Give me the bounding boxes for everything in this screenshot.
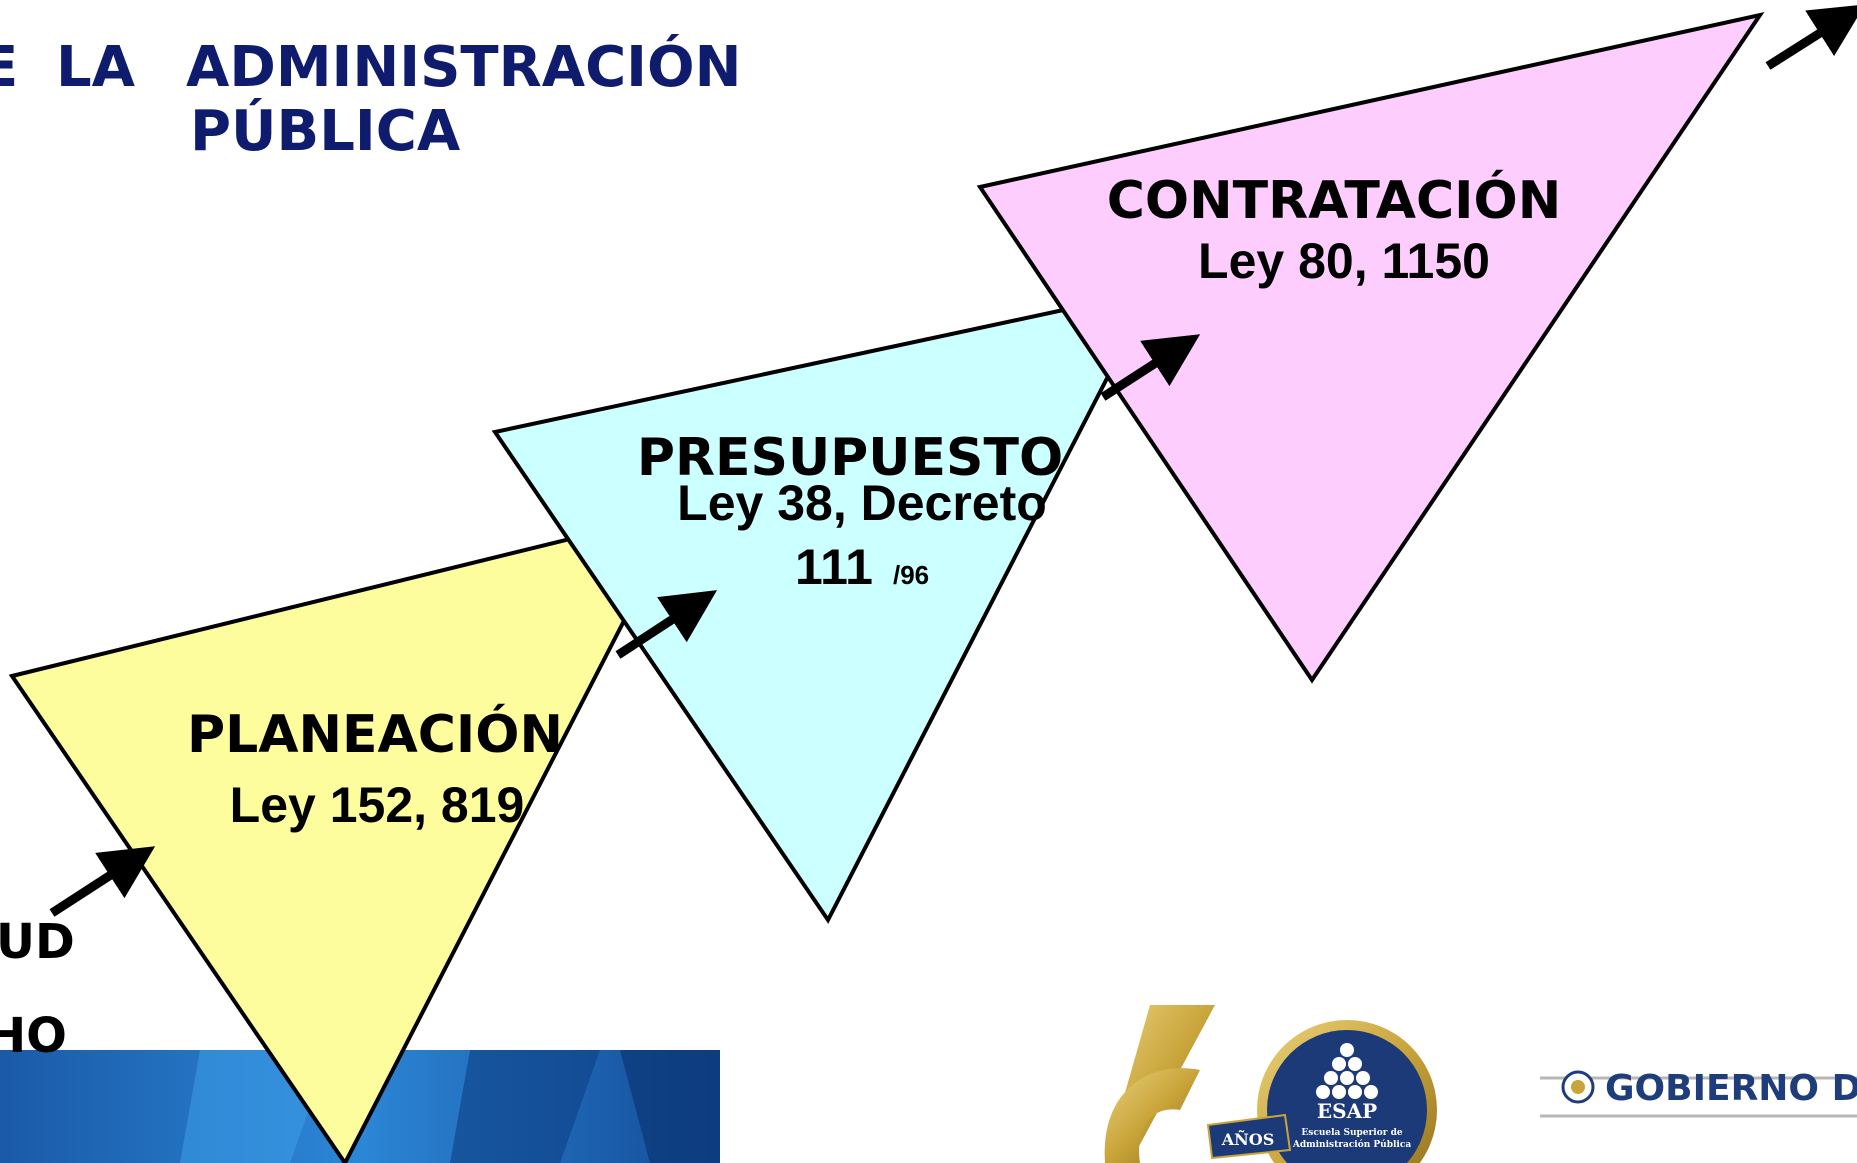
arrow-out-contratacion	[1765, 4, 1857, 70]
title-word-publica: PÚBLICA	[190, 99, 461, 164]
esap-years: AÑOS	[1221, 1128, 1275, 1149]
stage-presupuesto-law-line1: Ley 38, Decreto	[677, 475, 1047, 531]
side-label-ho: HO	[0, 1008, 67, 1064]
side-label-ud: UD	[0, 914, 75, 970]
gobierno-text: GOBIERNO D	[1605, 1068, 1857, 1109]
stage-planeacion-law: Ley 152, 819	[230, 777, 525, 833]
arrow-planeacion-to-presupuesto	[615, 590, 718, 659]
title-word-administracion: ADMINISTRACIÓN	[186, 35, 742, 100]
esap-dots-icon	[1316, 1043, 1378, 1099]
gobierno-badge: GOBIERNO D	[1540, 1068, 1857, 1118]
stage-contratacion-triangle	[976, 11, 1765, 684]
stage-presupuesto-name: PRESUPUESTO	[637, 428, 1063, 488]
stage-contratacion-law: Ley 80, 1150	[1198, 233, 1490, 289]
arrow-into-planeacion	[49, 846, 156, 917]
arrow-presupuesto-to-contratacion	[1100, 334, 1201, 401]
esap-logo: ESAP Escuela Superior de Administración …	[1104, 1005, 1437, 1163]
title-cut-letter: E	[0, 35, 18, 100]
stage-presupuesto-triangle	[491, 288, 1156, 924]
stage-presupuesto-law-suffix: /96	[893, 560, 929, 590]
title-word-la: LA	[56, 35, 136, 100]
esap-acronym: ESAP	[1317, 1099, 1377, 1123]
stage-contratacion-name: CONTRATACIÓN	[1107, 169, 1562, 231]
stage-presupuesto-law-line2: 111	[795, 539, 873, 595]
esap-name-line1: Escuela Superior de	[1301, 1128, 1402, 1138]
stage-planeacion-triangle	[8, 509, 684, 1163]
esap-name-line2: Administración Pública	[1292, 1139, 1411, 1150]
stage-planeacion-name: PLANEACIÓN	[187, 703, 563, 765]
